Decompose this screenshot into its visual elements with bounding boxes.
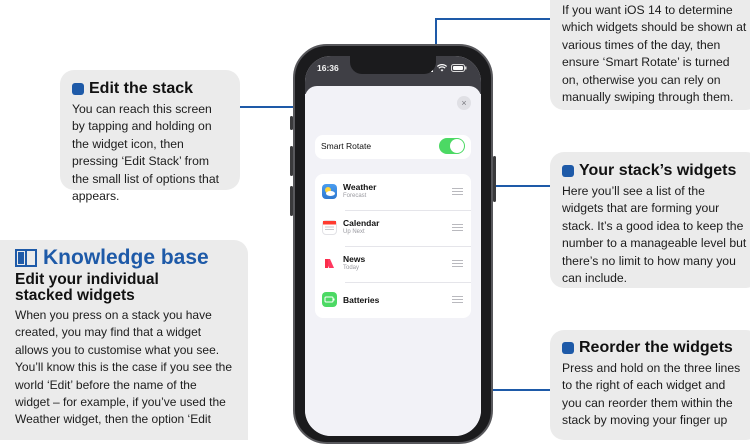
reorder-widgets-heading: Reorder the widgets: [562, 339, 748, 357]
close-icon[interactable]: ×: [457, 96, 471, 110]
smart-rotate-label: Smart Rotate: [321, 141, 372, 151]
edit-stack-heading: Edit the stack: [72, 80, 228, 98]
reorder-handle-icon[interactable]: [452, 224, 463, 233]
calendar-app-icon: [322, 220, 337, 235]
edit-stack-text: You can reach this screen by tapping and…: [72, 102, 219, 204]
widget-row-calendar[interactable]: Calendar Up Next: [315, 210, 471, 246]
connector-line-reorder-h: [463, 389, 550, 391]
stack-widget-list: Weather Forecast Calendar Up Next: [315, 174, 471, 318]
reorder-widgets-text: Press and hold on the three lines to the…: [562, 361, 741, 428]
connector-line-top-h: [435, 18, 550, 20]
row-divider: [345, 210, 471, 211]
stack-widgets-heading: Your stack’s widgets: [562, 162, 748, 180]
edit-stack-callout: Edit the stack You can reach this screen…: [60, 70, 240, 203]
iphone-mockup: 16:36 ×: [290, 44, 496, 444]
status-time: 16:36: [317, 63, 339, 73]
phone-screen: 16:36 ×: [305, 56, 481, 436]
reorder-widgets-callout: Reorder the widgets Press and hold on th…: [550, 330, 750, 440]
reorder-widgets-title: Reorder the widgets: [579, 339, 733, 356]
weather-app-icon: [322, 184, 337, 199]
widget-subtitle: Today: [343, 265, 360, 271]
reorder-handle-icon[interactable]: [452, 260, 463, 269]
widget-row-news[interactable]: News Today: [315, 246, 471, 282]
reorder-handle-icon[interactable]: [452, 296, 463, 305]
smart-rotate-callout: If you want iOS 14 to determine which wi…: [550, 0, 750, 110]
smart-rotate-row: Smart Rotate: [315, 135, 471, 159]
widget-subtitle: Up Next: [343, 229, 365, 235]
widget-row-weather[interactable]: Weather Forecast: [315, 174, 471, 210]
smart-rotate-toggle[interactable]: [439, 138, 465, 154]
open-book-icon: [15, 249, 37, 267]
knowledge-base-box: Knowledge base Edit your individual stac…: [0, 240, 248, 440]
stack-widgets-text: Here you’ll see a list of the widgets th…: [562, 184, 747, 286]
knowledge-base-heading: Knowledge base: [15, 246, 233, 270]
widget-subtitle: Forecast: [343, 193, 367, 199]
widget-name: Calendar: [343, 218, 380, 228]
row-divider: [345, 246, 471, 247]
edit-stack-sheet: × Smart Rotate Weather Forecast: [305, 86, 481, 436]
news-app-icon: [322, 256, 337, 271]
widget-name: Batteries: [343, 295, 380, 305]
blue-square-bullet-icon: [562, 342, 574, 354]
wifi-icon: [437, 64, 447, 72]
knowledge-base-subtitle: Edit your individual stacked widgets: [15, 271, 159, 304]
phone-notch: [350, 56, 436, 74]
power-button: [493, 156, 496, 202]
knowledge-base-text: When you press on a stack you have creat…: [15, 308, 233, 427]
edit-stack-title: Edit the stack: [89, 80, 194, 97]
knowledge-base-title: Knowledge base: [43, 246, 209, 269]
row-divider: [345, 282, 471, 283]
batteries-app-icon: [322, 292, 337, 307]
silent-switch: [290, 116, 293, 130]
reorder-handle-icon[interactable]: [452, 188, 463, 197]
widget-name: Weather: [343, 182, 377, 192]
blue-square-bullet-icon: [72, 83, 84, 95]
stack-widgets-title: Your stack’s widgets: [579, 162, 737, 179]
widget-name: News: [343, 254, 366, 264]
battery-icon: [451, 64, 467, 72]
widget-row-batteries[interactable]: Batteries: [315, 282, 471, 318]
stack-widgets-callout: Your stack’s widgets Here you’ll see a l…: [550, 152, 750, 288]
volume-down-button: [290, 186, 293, 216]
smart-rotate-callout-text: If you want iOS 14 to determine which wi…: [562, 3, 747, 105]
volume-up-button: [290, 146, 293, 176]
blue-square-bullet-icon: [562, 165, 574, 177]
